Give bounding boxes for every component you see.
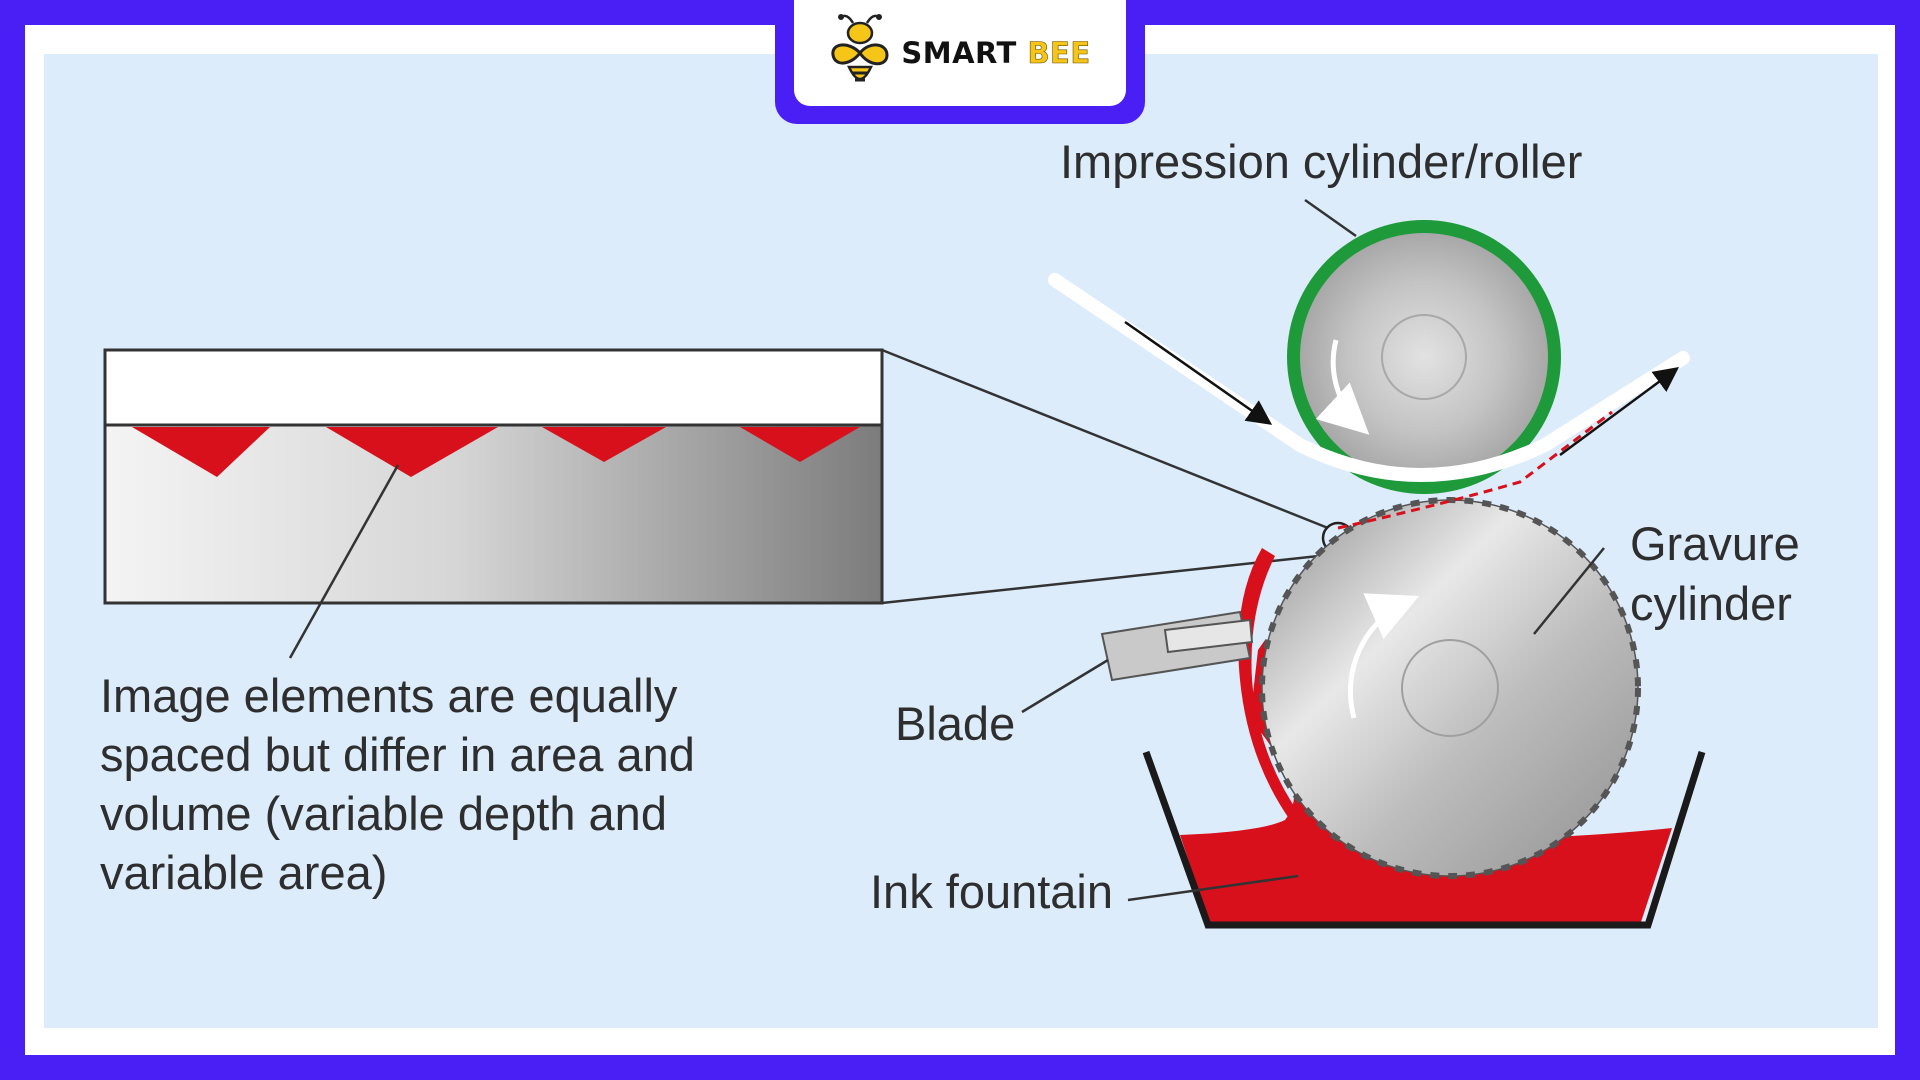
printed-ink-trace: [1337, 410, 1613, 530]
ink-fountain: [1142, 640, 1706, 929]
ink-cell: [542, 427, 666, 462]
gravure-cylinder-label-line1: Gravure: [1630, 517, 1800, 570]
logo-badge: SMART BEE: [794, 0, 1126, 106]
substrate-layer: [103, 348, 884, 427]
gravure-leader-line: [1533, 547, 1605, 635]
gravure-cylinder: [1259, 497, 1641, 879]
note-leader-line: [288, 464, 400, 659]
ink-cell: [326, 427, 498, 477]
paper-web: [1048, 273, 1690, 482]
ink-cell: [740, 427, 860, 462]
note-line-2: spaced but differ in area and: [100, 728, 695, 781]
gravure-cylinder-label-line2: cylinder: [1630, 577, 1792, 630]
impression-cylinder-label: Impression cylinder/roller: [1060, 135, 1582, 188]
ink-fountain-ink: [1180, 640, 1672, 925]
doctor-blade: [1100, 610, 1254, 682]
brand-name: SMART BEE: [901, 36, 1091, 71]
rotation-arrow-icon: [1347, 593, 1420, 719]
zoom-line-top: [881, 348, 1329, 530]
ink-fountain-leader-line: [1127, 874, 1299, 902]
ink-fountain-label: Ink fountain: [870, 865, 1113, 918]
blade-leader-line: [1021, 658, 1109, 714]
ink-fountain-tray: [1142, 750, 1706, 929]
bee-infinity-icon: [831, 14, 889, 82]
paper-exit-arrow-icon: [1559, 367, 1680, 457]
zoom-line-bottom: [881, 553, 1329, 605]
impression-cylinder: [1287, 220, 1561, 494]
ink-cell: [132, 427, 270, 477]
note-line-3: volume (variable depth and: [100, 787, 667, 840]
brand-name-bee: BEE: [1027, 36, 1091, 71]
paper-feed-arrow-icon: [1124, 320, 1273, 425]
ink-film: [1238, 548, 1300, 820]
blade-label: Blade: [895, 697, 1015, 750]
magnified-cross-section: [103, 348, 884, 605]
note-line-4: variable area): [100, 846, 387, 899]
brand-name-smart: SMART: [901, 36, 1017, 70]
impression-leader-line: [1304, 198, 1357, 238]
rotation-arrow-icon: [1315, 339, 1370, 435]
note-line-1: Image elements are equally: [100, 669, 678, 722]
